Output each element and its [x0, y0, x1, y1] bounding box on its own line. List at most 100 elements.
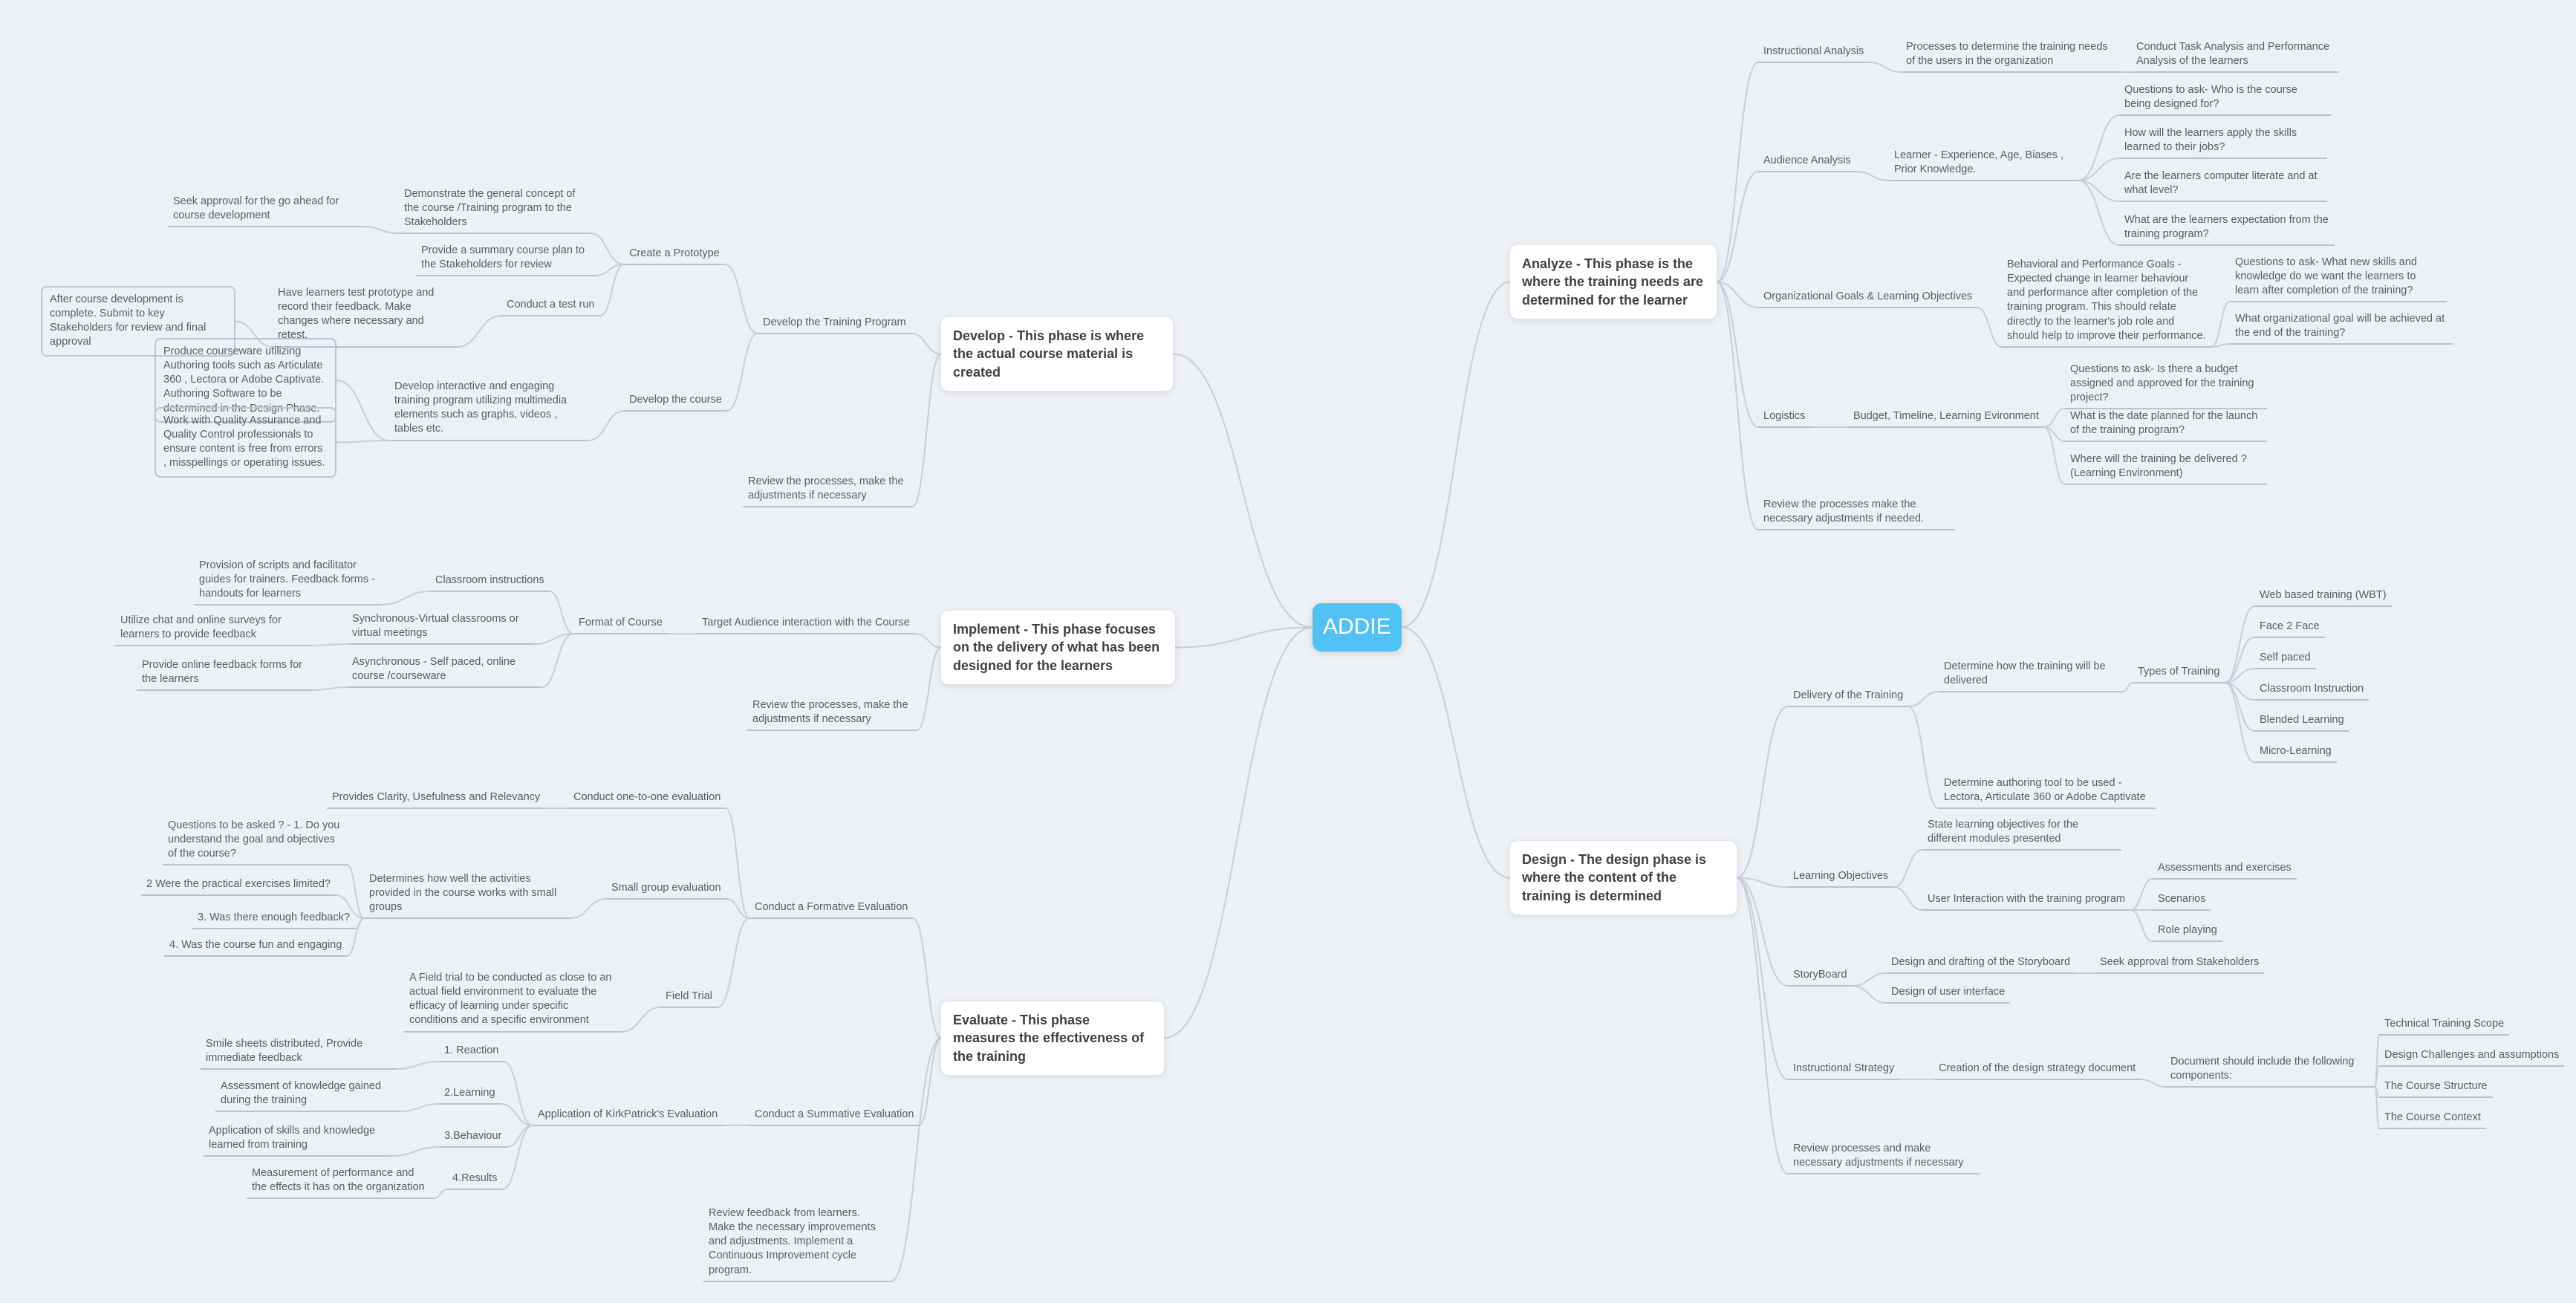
- node-q2-practical[interactable]: 2 Were the practical exercises limited?: [141, 876, 336, 897]
- node-implement-review[interactable]: Review the processes, make the adjustmen…: [747, 697, 917, 732]
- node-provision-scripts[interactable]: Provision of scripts and facilitator gui…: [194, 557, 381, 606]
- node-doc-challenges[interactable]: Design Challenges and assumptions: [2379, 1047, 2565, 1068]
- node-learning-kp[interactable]: 2.Learning: [439, 1085, 501, 1105]
- node-instructional-analysis[interactable]: Instructional Analysis: [1758, 43, 1870, 64]
- node-format-of-course[interactable]: Format of Course: [573, 614, 668, 635]
- node-sb-approval[interactable]: Seek approval from Stakeholders: [2095, 954, 2265, 975]
- node-reaction[interactable]: 1. Reaction: [439, 1042, 504, 1063]
- node-aa-q4[interactable]: What are the learners expectation from t…: [2119, 212, 2335, 247]
- node-audience-analysis[interactable]: Audience Analysis: [1758, 152, 1856, 173]
- node-sb-ui[interactable]: Design of user interface: [1886, 984, 2011, 1004]
- node-asynchronous[interactable]: Asynchronous - Self paced, online course…: [347, 654, 541, 689]
- node-doc-structure[interactable]: The Course Structure: [2379, 1078, 2493, 1099]
- node-evaluate-review[interactable]: Review feedback from learners. Make the …: [703, 1205, 891, 1282]
- node-tot-wbt[interactable]: Web based training (WBT): [2254, 587, 2392, 608]
- node-is-document[interactable]: Document should include the following co…: [2165, 1053, 2375, 1088]
- node-develop-training-program[interactable]: Develop the Training Program: [758, 314, 911, 335]
- node-classroom-instructions[interactable]: Classroom instructions: [430, 572, 550, 593]
- node-analyze[interactable]: Analyze - This phase is the where the tr…: [1510, 245, 1717, 319]
- node-implement[interactable]: Implement - This phase focuses on the de…: [941, 611, 1175, 684]
- node-target-audience[interactable]: Target Audience interaction with the Cou…: [697, 614, 915, 635]
- connector-evaluate-to-summative: [918, 1037, 942, 1126]
- node-log-budget[interactable]: Budget, Timeline, Learning Evironment: [1848, 408, 2044, 429]
- node-aa-q2[interactable]: How will the learners apply the skills l…: [2119, 125, 2327, 160]
- node-design-review[interactable]: Review processes and make necessary adju…: [1788, 1140, 1980, 1175]
- node-develop-course[interactable]: Develop the course: [624, 391, 727, 412]
- node-storyboard[interactable]: StoryBoard: [1788, 966, 1853, 987]
- node-assessment-knowledge[interactable]: Assessment of knowledge gained during th…: [215, 1078, 400, 1113]
- node-quality-control[interactable]: Work with Quality Assurance and Quality …: [155, 407, 336, 478]
- node-instructional-strategy[interactable]: Instructional Strategy: [1788, 1060, 1900, 1081]
- node-smile-sheets[interactable]: Smile sheets distributed, Provide immedi…: [201, 1036, 395, 1070]
- node-del-authoring[interactable]: Determine authoring tool to be used - Le…: [1939, 775, 2156, 810]
- node-lo-state[interactable]: State learning objectives for the differ…: [1922, 816, 2121, 851]
- node-sb-draft[interactable]: Design and drafting of the Storyboard: [1886, 954, 2076, 975]
- node-kirkpatrick[interactable]: Application of KirkPatrick's Evaluation: [533, 1106, 723, 1127]
- node-seek-approval[interactable]: Seek approval for the go ahead for cours…: [168, 193, 362, 228]
- connector-develop-training-program-to-develop-course: [726, 333, 758, 412]
- node-develop-review[interactable]: Review the processes, make the adjustmen…: [743, 473, 912, 508]
- node-ui-roleplay[interactable]: Role playing: [2153, 922, 2222, 943]
- node-interactive-program[interactable]: Develop interactive and engaging trainin…: [389, 378, 588, 441]
- node-log-q3[interactable]: Where will the training be delivered ? (…: [2065, 451, 2267, 486]
- node-create-prototype[interactable]: Create a Prototype: [624, 245, 725, 266]
- node-test-run[interactable]: Conduct a test run: [501, 296, 600, 317]
- node-one-to-one[interactable]: Conduct one-to-one evaluation: [568, 789, 726, 810]
- node-addie[interactable]: ADDIE: [1313, 603, 1402, 652]
- node-summative[interactable]: Conduct a Summative Evaluation: [749, 1106, 920, 1127]
- node-behaviour-kp[interactable]: 3.Behaviour: [439, 1128, 507, 1148]
- node-types-of-training[interactable]: Types of Training: [2133, 663, 2225, 684]
- node-log-q1[interactable]: Questions to ask- Is there a budget assi…: [2065, 361, 2267, 410]
- node-aa-q1[interactable]: Questions to ask- Who is the course bein…: [2119, 82, 2331, 117]
- node-og-q2[interactable]: What organizational goal will be achieve…: [2230, 311, 2453, 345]
- node-ia-task-analysis[interactable]: Conduct Task Analysis and Performance An…: [2131, 39, 2339, 74]
- node-q4-fun[interactable]: 4. Was the course fun and engaging: [164, 937, 348, 958]
- node-q3-feedback[interactable]: 3. Was there enough feedback?: [192, 909, 356, 930]
- node-small-group[interactable]: Small group evaluation: [606, 880, 726, 900]
- node-utilize-chat[interactable]: Utilize chat and online surveys for lear…: [115, 612, 310, 647]
- node-ui-assessments[interactable]: Assessments and exercises: [2153, 860, 2297, 880]
- node-org-goals[interactable]: Organizational Goals & Learning Objectiv…: [1758, 288, 1978, 309]
- node-summary-plan[interactable]: Provide a summary course plan to the Sta…: [416, 242, 594, 277]
- node-formative[interactable]: Conduct a Formative Evaluation: [749, 899, 914, 920]
- node-measurement-performance[interactable]: Measurement of performance and the effec…: [247, 1165, 434, 1200]
- node-og-q1[interactable]: Questions to ask- What new skills and kn…: [2230, 254, 2447, 303]
- node-after-dev[interactable]: After course development is complete. Su…: [41, 286, 235, 357]
- node-aa-q3[interactable]: Are the learners computer literate and a…: [2119, 168, 2327, 203]
- node-lo-user-interaction[interactable]: User Interaction with the training progr…: [1922, 891, 2130, 912]
- node-demo-concept[interactable]: Demonstrate the general concept of the c…: [399, 186, 591, 235]
- node-synchronous[interactable]: Synchronous-Virtual classrooms or virtua…: [347, 611, 534, 646]
- node-field-trial[interactable]: Field Trial: [660, 988, 718, 1009]
- node-tot-blended[interactable]: Blended Learning: [2254, 712, 2349, 732]
- node-log-q2[interactable]: What is the date planned for the launch …: [2065, 408, 2267, 443]
- node-learning-objectives[interactable]: Learning Objectives: [1788, 868, 1894, 888]
- node-aa-learner[interactable]: Learner - Experience, Age, Biases , Prio…: [1889, 147, 2078, 182]
- node-develop[interactable]: Develop - This phase is where the actual…: [941, 317, 1173, 391]
- node-tot-self[interactable]: Self paced: [2254, 649, 2316, 670]
- node-doc-context[interactable]: The Course Context: [2379, 1109, 2486, 1130]
- node-logistics[interactable]: Logistics: [1758, 408, 1811, 429]
- node-og-behavioral[interactable]: Behavioral and Performance Goals - Expec…: [2002, 256, 2211, 348]
- node-delivery[interactable]: Delivery of the Training: [1788, 687, 1909, 708]
- node-design[interactable]: Design - The design phase is where the c…: [1510, 841, 1737, 914]
- node-evaluate[interactable]: Evaluate - This phase measures the effec…: [941, 1001, 1164, 1075]
- connector-implement-to-implement-review: [916, 646, 942, 731]
- node-determines-activities[interactable]: Determines how well the activities provi…: [364, 871, 570, 920]
- node-application-skills[interactable]: Application of skills and knowledge lear…: [204, 1122, 391, 1157]
- node-tot-micro[interactable]: Micro-Learning: [2254, 743, 2337, 764]
- node-online-feedback[interactable]: Provide online feedback forms for the le…: [137, 657, 313, 692]
- node-is-creation[interactable]: Creation of the design strategy document: [1933, 1060, 2141, 1081]
- node-results-kp[interactable]: 4.Results: [447, 1170, 503, 1191]
- node-ia-processes[interactable]: Processes to determine the training need…: [1901, 39, 2124, 74]
- node-tot-f2f[interactable]: Face 2 Face: [2254, 618, 2325, 639]
- node-field-trial-desc[interactable]: A Field trial to be conducted as close t…: [404, 969, 621, 1033]
- node-ui-scenarios[interactable]: Scenarios: [2153, 891, 2211, 912]
- node-questions-asked[interactable]: Questions to be asked ? - 1. Do you unde…: [163, 817, 347, 866]
- node-tot-classroom[interactable]: Classroom Instruction: [2254, 680, 2370, 701]
- connector-types-of-training-to-tot-blended: [2224, 682, 2255, 732]
- node-doc-scope[interactable]: Technical Training Scope: [2379, 1016, 2510, 1036]
- node-analyze-review[interactable]: Review the processes make the necessary …: [1758, 496, 1955, 531]
- node-del-determine[interactable]: Determine how the training will be deliv…: [1939, 658, 2123, 693]
- node-clarity[interactable]: Provides Clarity, Usefulness and Relevan…: [327, 789, 546, 810]
